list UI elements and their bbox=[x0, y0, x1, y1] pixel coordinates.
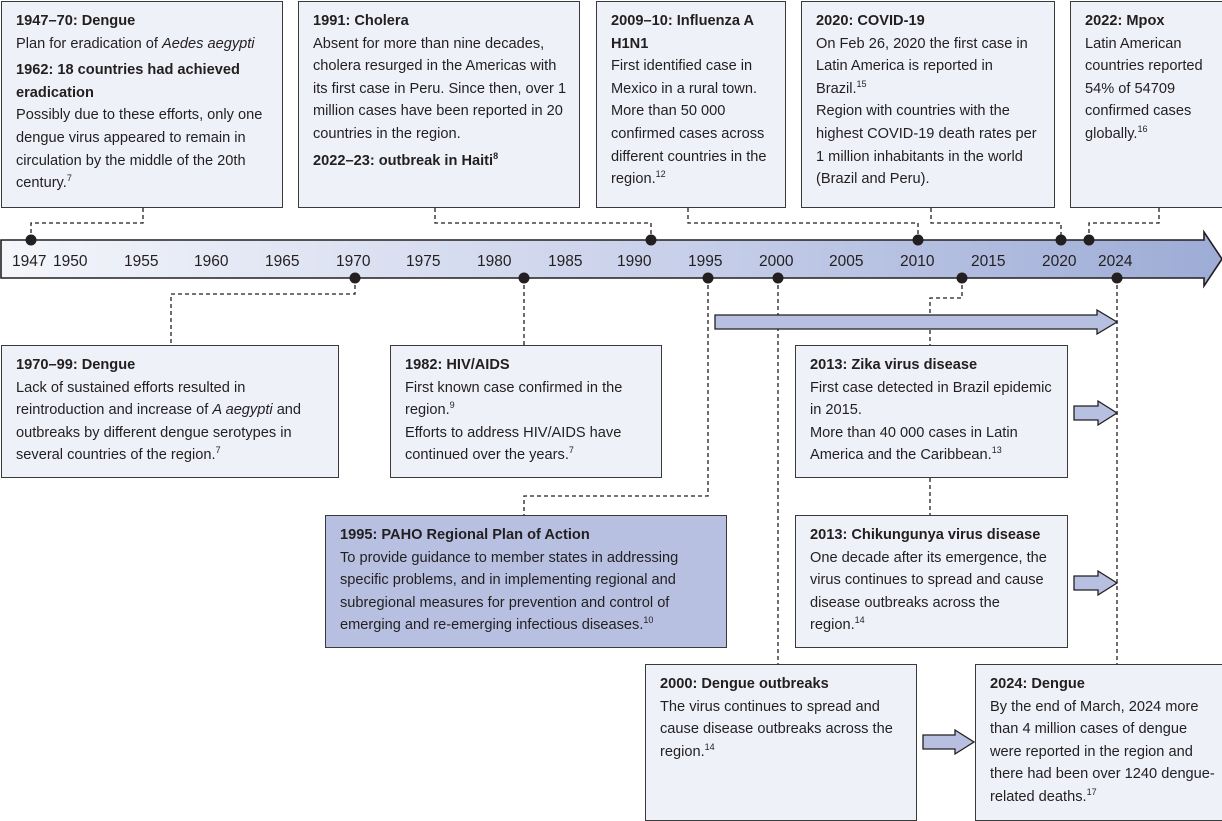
event-text: On Feb 26, 2020 the first case in Latin … bbox=[816, 35, 1028, 97]
event-box-dengue-1947: 1947–70: Dengue Plan for eradication of … bbox=[1, 1, 283, 208]
event-box-mpox-2022: 2022: Mpox Latin American countries repo… bbox=[1070, 1, 1222, 208]
dot-2020 bbox=[1055, 234, 1067, 246]
event-title: 2024: Dengue bbox=[990, 676, 1085, 692]
event-text: Efforts to address HIV/AIDS have continu… bbox=[405, 424, 622, 464]
chikungunya-continuation-arrow bbox=[1073, 569, 1119, 597]
event-box-paho-1995: 1995: PAHO Regional Plan of Action To pr… bbox=[325, 515, 727, 648]
tick-1985: 1985 bbox=[548, 253, 582, 270]
event-title: 2009–10: Influenza A H1N1 bbox=[611, 13, 754, 52]
dot-1970 bbox=[349, 272, 361, 284]
tick-1975: 1975 bbox=[406, 253, 440, 270]
dot-2009 bbox=[912, 234, 924, 246]
dengue-continuation-arrow bbox=[922, 728, 976, 756]
timeline-axis-arrow bbox=[0, 229, 1222, 289]
tick-2020: 2020 bbox=[1042, 253, 1077, 270]
event-title: 1995: PAHO Regional Plan of Action bbox=[340, 527, 590, 543]
tick-1990: 1990 bbox=[617, 253, 652, 270]
dot-2000 bbox=[772, 272, 784, 284]
dot-2013 bbox=[956, 272, 968, 284]
connector-1991 bbox=[434, 208, 652, 240]
event-text: More than 50 000 confirmed cases across … bbox=[611, 103, 767, 188]
event-text: Plan for eradication of Aedes aegypti bbox=[16, 35, 255, 52]
event-title: 2022: Mpox bbox=[1085, 13, 1165, 29]
event-text: More than 40 000 cases in Latin America … bbox=[810, 424, 1018, 464]
tick-1960: 1960 bbox=[194, 253, 229, 270]
event-title: 2020: COVID-19 bbox=[816, 13, 925, 29]
tick-2010: 2010 bbox=[900, 253, 935, 270]
dot-1995 bbox=[702, 272, 714, 284]
connector-2022 bbox=[1088, 208, 1160, 240]
connector-1995 bbox=[523, 278, 709, 515]
event-text: One decade after its emergence, the viru… bbox=[810, 549, 1047, 634]
event-title: 1947–70: Dengue bbox=[16, 13, 136, 29]
tick-1970: 1970 bbox=[336, 253, 371, 270]
tick-1965: 1965 bbox=[265, 253, 299, 270]
event-title: 2000: Dengue outbreaks bbox=[660, 676, 829, 692]
event-text: Latin American countries reported 54% of… bbox=[1085, 35, 1203, 142]
event-box-dengue-2000: 2000: Dengue outbreaks The virus continu… bbox=[645, 664, 917, 821]
event-text: First case detected in Brazil epidemic i… bbox=[810, 379, 1052, 419]
tick-2005: 2005 bbox=[829, 253, 863, 270]
connector-lines bbox=[30, 208, 1160, 664]
event-box-dengue-2024: 2024: Dengue By the end of March, 2024 m… bbox=[975, 664, 1222, 821]
event-title: 2013: Zika virus disease bbox=[810, 357, 978, 373]
connector-2009 bbox=[687, 208, 919, 240]
tick-1980: 1980 bbox=[477, 253, 512, 270]
connector-1970 bbox=[170, 278, 356, 345]
event-box-chikungunya-2013: 2013: Chikungunya virus disease One deca… bbox=[795, 515, 1068, 648]
event-text: First identified case in Mexico in a rur… bbox=[611, 58, 757, 97]
event-text: The virus continues to spread and cause … bbox=[660, 698, 893, 760]
event-box-zika-2013: 2013: Zika virus disease First case dete… bbox=[795, 345, 1068, 478]
dot-2024 bbox=[1111, 272, 1123, 284]
event-box-influenza-2009: 2009–10: Influenza A H1N1 First identifi… bbox=[596, 1, 786, 208]
event-text: By the end of March, 2024 more than 4 mi… bbox=[990, 698, 1215, 805]
tick-1955: 1955 bbox=[124, 253, 158, 270]
tick-1995: 1995 bbox=[688, 253, 722, 270]
event-text: Absent for more than nine decades, chole… bbox=[313, 35, 567, 142]
event-box-covid-2020: 2020: COVID-19 On Feb 26, 2020 the first… bbox=[801, 1, 1055, 208]
zika-continuation-arrow bbox=[1073, 399, 1119, 427]
event-box-cholera-1991: 1991: Cholera Absent for more than nine … bbox=[298, 1, 580, 208]
tick-2015: 2015 bbox=[971, 253, 1005, 270]
tick-1947: 1947 bbox=[12, 253, 46, 270]
tick-2024: 2024 bbox=[1098, 253, 1133, 270]
tick-1950: 1950 bbox=[53, 253, 88, 270]
event-title: 1982: HIV/AIDS bbox=[405, 357, 510, 373]
event-subtitle: 2022–23: outbreak in Haiti8 bbox=[313, 150, 499, 169]
ongoing-arrow-1995-2024 bbox=[714, 308, 1119, 336]
event-title: 1991: Cholera bbox=[313, 13, 409, 29]
event-box-hiv-1982: 1982: HIV/AIDS First known case confirme… bbox=[390, 345, 662, 478]
event-title: 2013: Chikungunya virus disease bbox=[810, 527, 1041, 543]
tick-2000: 2000 bbox=[759, 253, 794, 270]
connector-2020 bbox=[930, 208, 1062, 240]
dot-1991 bbox=[645, 234, 657, 246]
event-text: First known case confirmed in the region… bbox=[405, 379, 623, 419]
connector-1947 bbox=[30, 208, 144, 240]
connector-2013 bbox=[929, 278, 963, 345]
event-text: Possibly due to these efforts, only one … bbox=[16, 107, 263, 192]
event-box-dengue-1970: 1970–99: Dengue Lack of sustained effort… bbox=[1, 345, 339, 478]
event-text: Region with countries with the highest C… bbox=[816, 103, 1037, 188]
event-text: To provide guidance to member states in … bbox=[340, 549, 679, 634]
dot-1982 bbox=[518, 272, 530, 284]
dot-2022 bbox=[1083, 234, 1095, 246]
timeline-dots bbox=[25, 234, 1123, 284]
axis-tick-labels: 1947 1950 1955 1960 1965 1970 1975 1980 … bbox=[12, 253, 1133, 270]
event-text: Lack of sustained efforts resulted in re… bbox=[16, 379, 302, 464]
event-subtitle: 1962: 18 countries had achieved eradicat… bbox=[16, 62, 240, 101]
event-title: 1970–99: Dengue bbox=[16, 357, 136, 373]
dot-1947 bbox=[25, 234, 37, 246]
